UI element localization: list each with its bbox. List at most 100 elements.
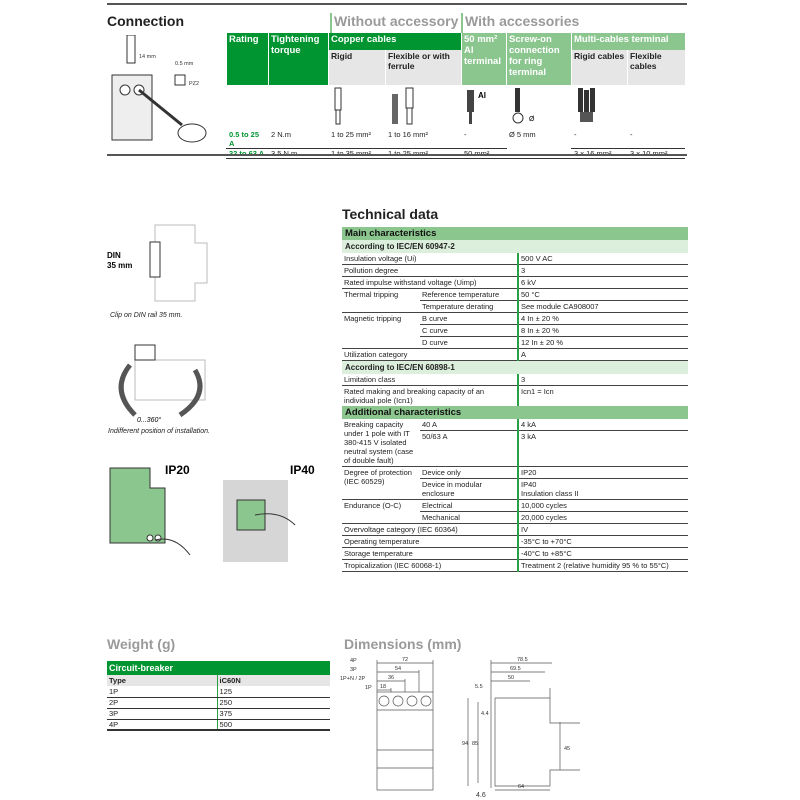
dim-2p: 1P+N / 2P [340,676,366,682]
insulation-value: 500 V AC [517,253,688,265]
connection-row: 32 to 63 A 3.5 N.m 1 to 35 mm² 1 to 25 m… [226,148,685,159]
additional-characteristics: Additional characteristics [342,406,688,419]
header-flexible: Flexible or with ferrule [385,50,462,85]
gap-label: 0.5 mm [175,61,194,67]
col-type: Type [109,676,126,685]
breaking-40-value: 4 kA [517,419,688,431]
din-caption: Clip on DIN rail 35 mm. [110,312,183,319]
operating-value: -35°C to +70°C [517,535,688,548]
multi-flexible: 3 x 10 mm² [627,148,685,159]
impulse-value: 6 kV [517,276,688,289]
icn1-label: Rated making and breaking capacity of an… [344,387,485,405]
d-curve-label: D curve [420,336,518,349]
svg-text:Al: Al [478,91,486,100]
top-rule [107,3,687,5]
connection-row: 0.5 to 25 A 2 N.m 1 to 25 mm² 1 to 16 mm… [226,130,685,159]
dimensions-title: Dimensions (mm) [344,636,462,652]
dim-64: 64 [518,784,524,790]
torque: 2 N.m [268,130,329,149]
electrical-label: Electrical [420,499,518,512]
type: 4P [107,719,217,731]
svg-text:Ø: Ø [529,116,535,123]
utilization-label: Utilization category [342,348,518,361]
b-curve-label: B curve [420,312,518,325]
impulse-label: Rated impulse withstand voltage (Uimp) [342,276,518,289]
storage-value: -40°C to +85°C [517,547,688,560]
enclosure-class: Insulation class II [521,489,579,498]
group-with-accessories: With accessories [461,13,579,33]
value: 250 [216,697,330,709]
type: 2P [107,697,217,709]
header-multi-rigid: Rigid cables [571,50,628,85]
breaking-63-label: 50/63 A [420,430,518,467]
dimensions-drawing: 4P 72 3P 54 1P+N / 2P 36 1P 18 78.5 69.5… [340,657,580,799]
ip-protection-illustration: IP20 IP40 [109,463,315,562]
technical-title: Technical data [342,206,439,222]
mechanical-label: Mechanical [420,511,518,524]
endurance-label: Endurance (O-C) [342,499,420,524]
breaking-label: Breaking capacity under 1 pole with IT 3… [342,419,420,467]
type: 3P [107,708,217,720]
operating-label: Operating temperature [342,535,518,548]
dim-4-6: 4.6 [476,792,486,799]
al: - [461,130,507,149]
d-curve-value: 12 In ± 20 % [517,336,688,349]
derating-label: Temperature derating [420,300,518,313]
main-characteristics: Main characteristics [342,227,688,240]
tropicalization-value: Treatment 2 (relative humidity 95 % to 5… [517,559,688,572]
overvoltage-value: IV [517,523,688,536]
value: 375 [216,708,330,720]
overvoltage-label: Overvoltage category (IEC 60364) [342,523,518,536]
header-rigid: Rigid [328,50,386,85]
header-al-terminal: 50 mm² Al terminal [461,33,507,85]
dim-69-5: 69.5 [510,666,521,672]
type: 1P [107,686,217,698]
pz2-label: PZ2 [189,81,199,87]
al-terminal-icon: Al [467,90,486,124]
tropicalization-label: Tropicalization (IEC 60068-1) [342,559,518,572]
flexible: 1 to 25 mm² [385,148,462,159]
dim-54: 54 [395,666,401,672]
dim-4p: 4P [350,658,357,664]
length-label: 14 mm [139,54,156,60]
svg-text:DIN: DIN [107,251,121,260]
dim-78-5: 78.5 [517,657,528,663]
connection-bottom-rule [107,154,687,156]
dim-1p: 1P [365,685,372,691]
multi-rigid: 3 x 16 mm² [571,148,628,159]
storage-label: Storage temperature [342,547,518,560]
multi-cable-icon [578,88,595,122]
thermal-label: Thermal tripping [342,288,420,313]
header-copper: Copper cables [328,33,462,50]
breaking-63-value: 3 kA [517,430,688,467]
multi-flexible: - [627,130,685,149]
standard-60947: According to IEC/EN 60947-2 [342,240,688,253]
pz2-icon [174,74,186,86]
weight-header: Circuit-breaker [107,661,330,675]
dim-50: 50 [508,675,514,681]
svg-text:0...360°: 0...360° [137,416,161,424]
mechanical-value: 20,000 cycles [517,511,688,524]
rigid: 1 to 35 mm² [328,148,386,159]
ring-terminal-icon: Ø [512,88,535,124]
limitation-value: 3 [517,374,688,386]
ref-temp-value: 50 °C [517,288,688,301]
c-curve-value: 8 In ± 20 % [517,324,688,337]
magnetic-label: Magnetic tripping [342,312,420,349]
breaking-40-label: 40 A [420,419,518,431]
dim-45: 45 [564,746,570,752]
device-only-label: Device only [420,466,518,479]
insulation-label: Insulation voltage (Ui) [342,253,518,265]
b-curve-value: 4 In ± 20 % [517,312,688,325]
rotation-illustration: 0...360° [118,344,206,424]
technical-data-table: Main characteristics According to IEC/EN… [342,227,688,572]
icn1-value: Icn1 = Icn [517,385,688,406]
electrical-value: 10,000 cycles [517,499,688,512]
rigid-cable-icon [334,87,342,125]
ferrule-cable-icon [392,87,414,125]
header-screw-on: Screw-on connection for ring terminal [506,33,572,85]
